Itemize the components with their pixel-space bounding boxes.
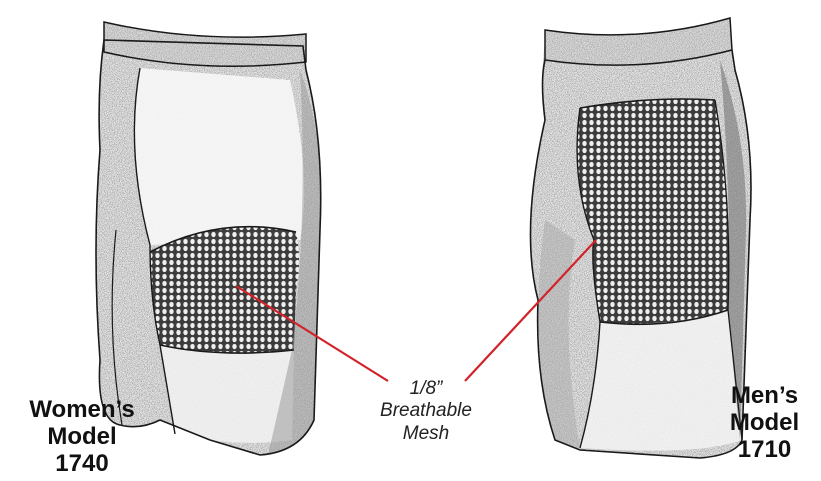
women-label-line2: Model: [6, 424, 158, 451]
men-model-label: Men’s Model 1710: [712, 383, 817, 464]
women-model-label: Women’s Model 1740: [6, 397, 158, 478]
mesh-callout-size: 1/8”: [350, 378, 502, 400]
men-label-line1: Men’s: [712, 383, 817, 410]
mesh-callout-label: 1/8” Breathable Mesh: [350, 378, 502, 445]
mesh-callout-line2: Breathable: [350, 400, 502, 422]
women-label-line1: Women’s: [6, 397, 158, 424]
men-model-number: 1710: [712, 437, 817, 464]
men-label-line2: Model: [712, 410, 817, 437]
women-model-number: 1740: [6, 451, 158, 478]
mesh-callout-line3: Mesh: [350, 423, 502, 445]
